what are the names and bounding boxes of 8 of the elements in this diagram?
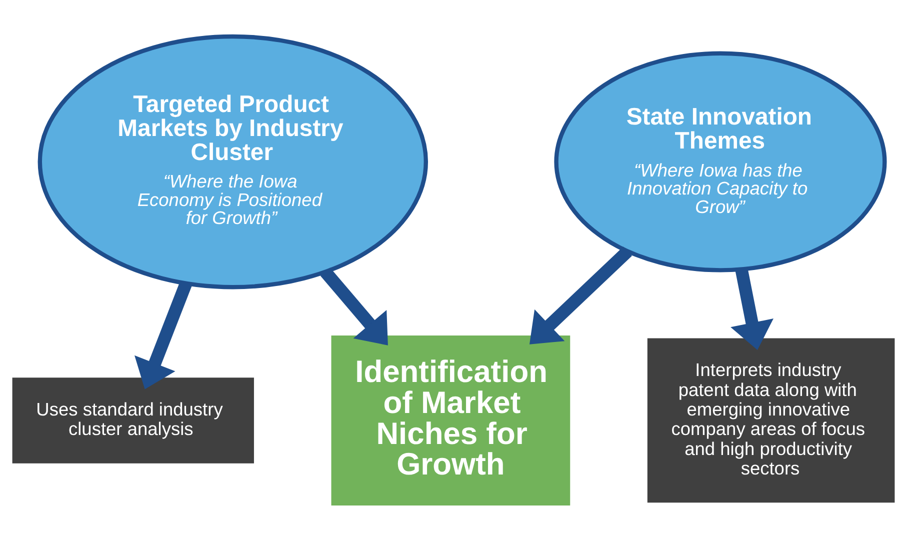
node-box: Uses standard industry cluster analysis: [12, 377, 254, 463]
arrow: [529, 246, 632, 344]
node-box: Identification of Market Niches for Growth: [331, 334, 570, 505]
node-ellipse: State Innovation Themes “Where Iowa has the Innovation Capacity to Grow”: [554, 50, 887, 272]
arrow: [320, 267, 388, 345]
node-box: Interprets industry patent data along with emerging innovative company areas of focus and high productivity sectors: [647, 338, 895, 502]
arrow: [730, 268, 774, 350]
node-ellipse: Targeted Product Markets by Industry Cluster “Where the Iowa Economy is Positioned for Growth”: [38, 34, 428, 289]
